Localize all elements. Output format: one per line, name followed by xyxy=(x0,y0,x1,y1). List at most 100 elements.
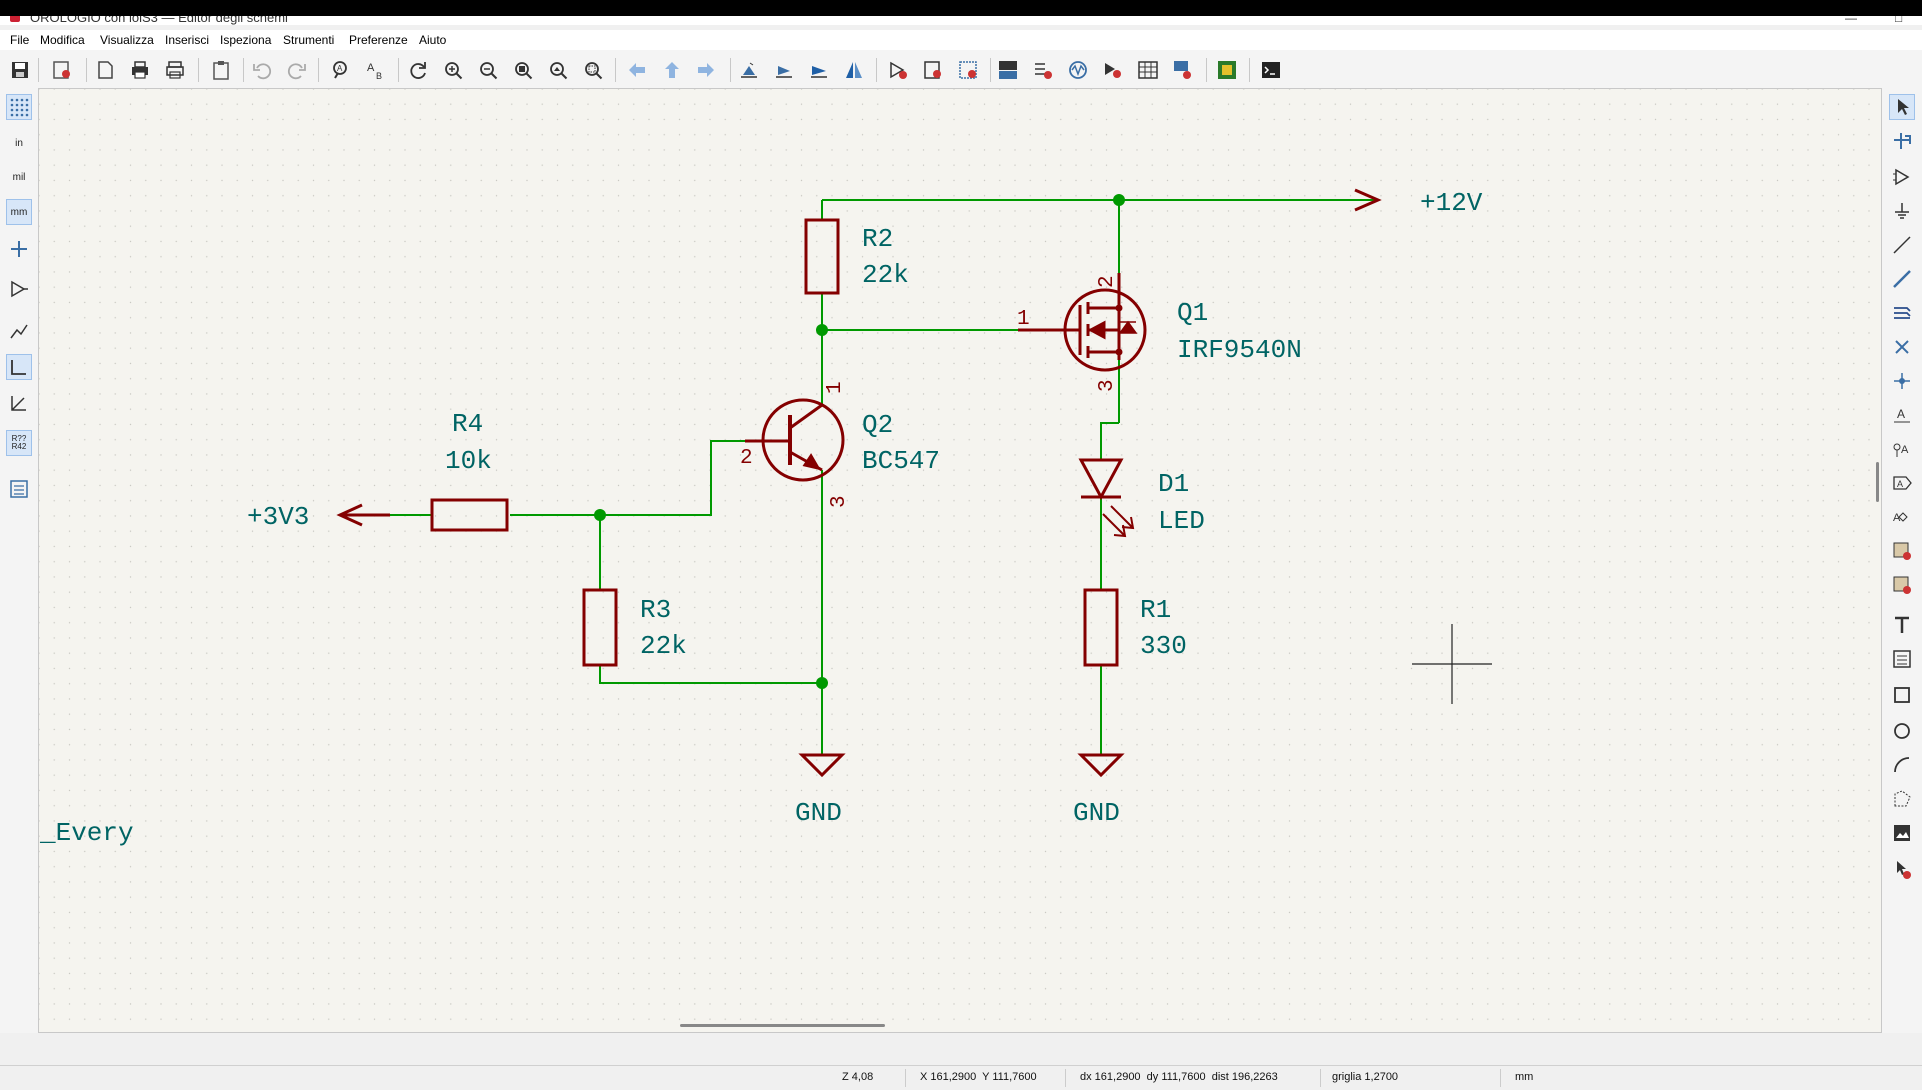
menu-file[interactable]: File xyxy=(10,33,30,47)
generate-bom-button[interactable] xyxy=(1171,59,1195,81)
scripting-console-button[interactable] xyxy=(1259,59,1283,81)
menu-preferenze[interactable]: Preferenze xyxy=(349,33,408,47)
resistor-r4-body xyxy=(430,498,509,532)
status-cursor-position: X 161,2900 Y 111,7600 xyxy=(920,1071,1037,1083)
arrow-right-icon xyxy=(698,63,714,77)
import-sheet-pin-button[interactable] xyxy=(1889,572,1915,598)
cursor-style-button[interactable] xyxy=(6,236,32,262)
annotate-toggle-button[interactable]: R?? R42 xyxy=(6,430,32,456)
no-connect-icon xyxy=(1895,340,1909,354)
add-power-button[interactable] xyxy=(1889,198,1915,224)
power-arrow-12v xyxy=(1354,188,1382,212)
add-hierarchical-label-button[interactable]: A xyxy=(1889,504,1915,530)
add-symbol-button[interactable] xyxy=(1889,164,1915,190)
refresh-button[interactable] xyxy=(406,59,430,81)
symbol-editor-button[interactable] xyxy=(886,59,910,81)
hierarchy-navigator-button[interactable] xyxy=(6,476,32,502)
wire-angle-button[interactable] xyxy=(6,318,32,344)
annotate-icon xyxy=(999,61,1017,79)
vertical-scrollbar[interactable] xyxy=(1876,462,1879,502)
add-textbox-button[interactable] xyxy=(1889,646,1915,672)
add-arc-button[interactable] xyxy=(1889,752,1915,778)
rotate-cw-button[interactable] xyxy=(772,59,796,81)
delete-tool-button[interactable] xyxy=(1889,856,1915,882)
zoom-out-button[interactable] xyxy=(476,59,500,81)
add-bus-button[interactable] xyxy=(1889,300,1915,326)
wire-90-degree-button[interactable] xyxy=(6,354,32,380)
sheet-icon xyxy=(1893,542,1911,560)
add-sheet-button[interactable] xyxy=(1889,538,1915,564)
save-button[interactable] xyxy=(8,59,32,81)
menu-inserisci[interactable]: Inserisci xyxy=(165,33,210,47)
gnd-right-symbol xyxy=(1077,753,1125,778)
erc-button[interactable] xyxy=(1031,59,1055,81)
menu-visualizza[interactable]: Visualizza xyxy=(100,33,154,47)
page-settings-button[interactable] xyxy=(93,59,117,81)
menu-aiuto[interactable]: Aiuto xyxy=(419,33,447,47)
save-icon xyxy=(12,62,28,78)
undo-button[interactable] xyxy=(250,59,274,81)
units-mils-button[interactable]: mil xyxy=(6,164,32,190)
schematic-setup-button[interactable] xyxy=(50,59,74,81)
redo-button[interactable] xyxy=(285,59,309,81)
navigate-back-button[interactable] xyxy=(625,59,649,81)
annotate-button[interactable] xyxy=(996,59,1020,81)
global-label-icon: A xyxy=(1893,476,1912,490)
add-line-button[interactable] xyxy=(1889,232,1915,258)
mirror-vertical-button[interactable] xyxy=(807,59,831,81)
rotate-ccw-button[interactable] xyxy=(737,59,761,81)
units-inches-button[interactable]: in xyxy=(6,130,32,156)
q1-value: IRF9540N xyxy=(1177,335,1302,365)
add-wire-button[interactable] xyxy=(1889,266,1915,292)
zoom-selection-button[interactable] xyxy=(581,59,605,81)
zoom-in-button[interactable] xyxy=(441,59,465,81)
select-tool-button[interactable] xyxy=(1889,94,1915,120)
zoom-objects-button[interactable] xyxy=(546,59,570,81)
menu-ispeziona[interactable]: Ispeziona xyxy=(220,33,272,47)
find-button[interactable]: A xyxy=(329,59,353,81)
navigate-up-button[interactable] xyxy=(660,59,684,81)
plot-button[interactable] xyxy=(163,59,187,81)
add-image-button[interactable] xyxy=(1889,820,1915,846)
add-text-button[interactable] xyxy=(1889,612,1915,638)
add-circle-button[interactable] xyxy=(1889,718,1915,744)
zoom-fit-button[interactable] xyxy=(511,59,535,81)
menu-strumenti[interactable]: Strumenti xyxy=(283,33,335,47)
units-mm-button[interactable]: mm xyxy=(6,199,32,225)
mirror-horizontal-button[interactable] xyxy=(842,59,866,81)
assign-footprints-button[interactable] xyxy=(1101,59,1125,81)
symbol-library-browser-button[interactable] xyxy=(921,59,945,81)
maximize-button[interactable]: □ xyxy=(1895,16,1903,25)
add-polygon-button[interactable] xyxy=(1889,786,1915,812)
schematic-canvas[interactable]: +12V +3V3 GND GND _Every R2 22k R4 10k R… xyxy=(38,88,1882,1033)
paste-button[interactable] xyxy=(209,59,233,81)
r1-reference: R1 xyxy=(1140,595,1171,625)
q2-pin-base: 2 xyxy=(740,447,753,470)
horizontal-scrollbar[interactable] xyxy=(680,1024,885,1027)
add-global-label-button[interactable]: A xyxy=(1889,470,1915,496)
mirror-horizontal-icon xyxy=(846,62,862,78)
line-angle-icon xyxy=(10,324,28,339)
update-symbols-button[interactable] xyxy=(956,59,980,81)
r1-value: 330 xyxy=(1140,631,1187,661)
show-hidden-pins-button[interactable] xyxy=(6,276,32,302)
wire-45-degree-button[interactable] xyxy=(6,390,32,416)
q2-value: BC547 xyxy=(862,446,940,476)
add-rectangle-button[interactable] xyxy=(1889,682,1915,708)
add-junction-button[interactable] xyxy=(1889,368,1915,394)
highlight-net-button[interactable] xyxy=(1889,128,1915,154)
add-no-connect-button[interactable] xyxy=(1889,334,1915,360)
simulator-button[interactable] xyxy=(1066,59,1090,81)
open-pcb-editor-button[interactable] xyxy=(1215,59,1239,81)
print-button[interactable] xyxy=(128,59,152,81)
navigate-forward-button[interactable] xyxy=(694,59,718,81)
symbol-fields-table-button[interactable] xyxy=(1136,59,1160,81)
net-label-gnd-left: GND xyxy=(795,798,842,828)
toggle-grid-button[interactable] xyxy=(6,94,32,120)
menu-modifica[interactable]: Modifica xyxy=(40,33,85,47)
add-label-button[interactable]: A xyxy=(1889,402,1915,428)
add-net-class-label-button[interactable]: A xyxy=(1889,436,1915,462)
zoom-out-icon xyxy=(480,62,498,80)
minimize-button[interactable]: — xyxy=(1845,16,1857,25)
